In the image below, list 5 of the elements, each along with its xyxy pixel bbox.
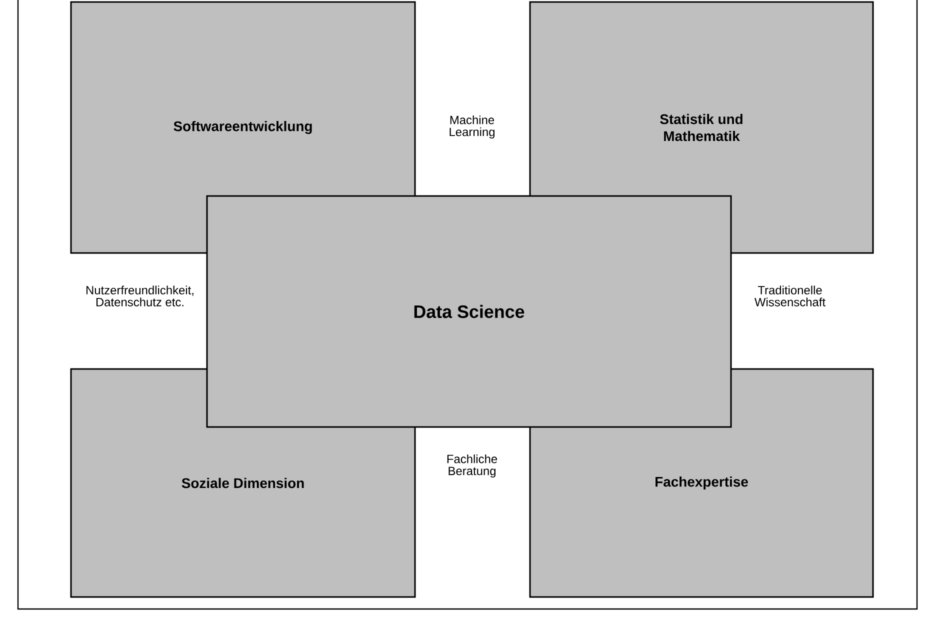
overlap-label: Nutzerfreundlichkeit, Datenschutz etc.: [86, 286, 194, 306]
overlap-label: Traditionelle Wissenschaft: [754, 286, 826, 306]
overlap-label: Machine Learning: [450, 115, 494, 139]
overlap-label: Fachliche Beratung: [447, 454, 498, 478]
center-box: Data Science: [206, 195, 732, 428]
